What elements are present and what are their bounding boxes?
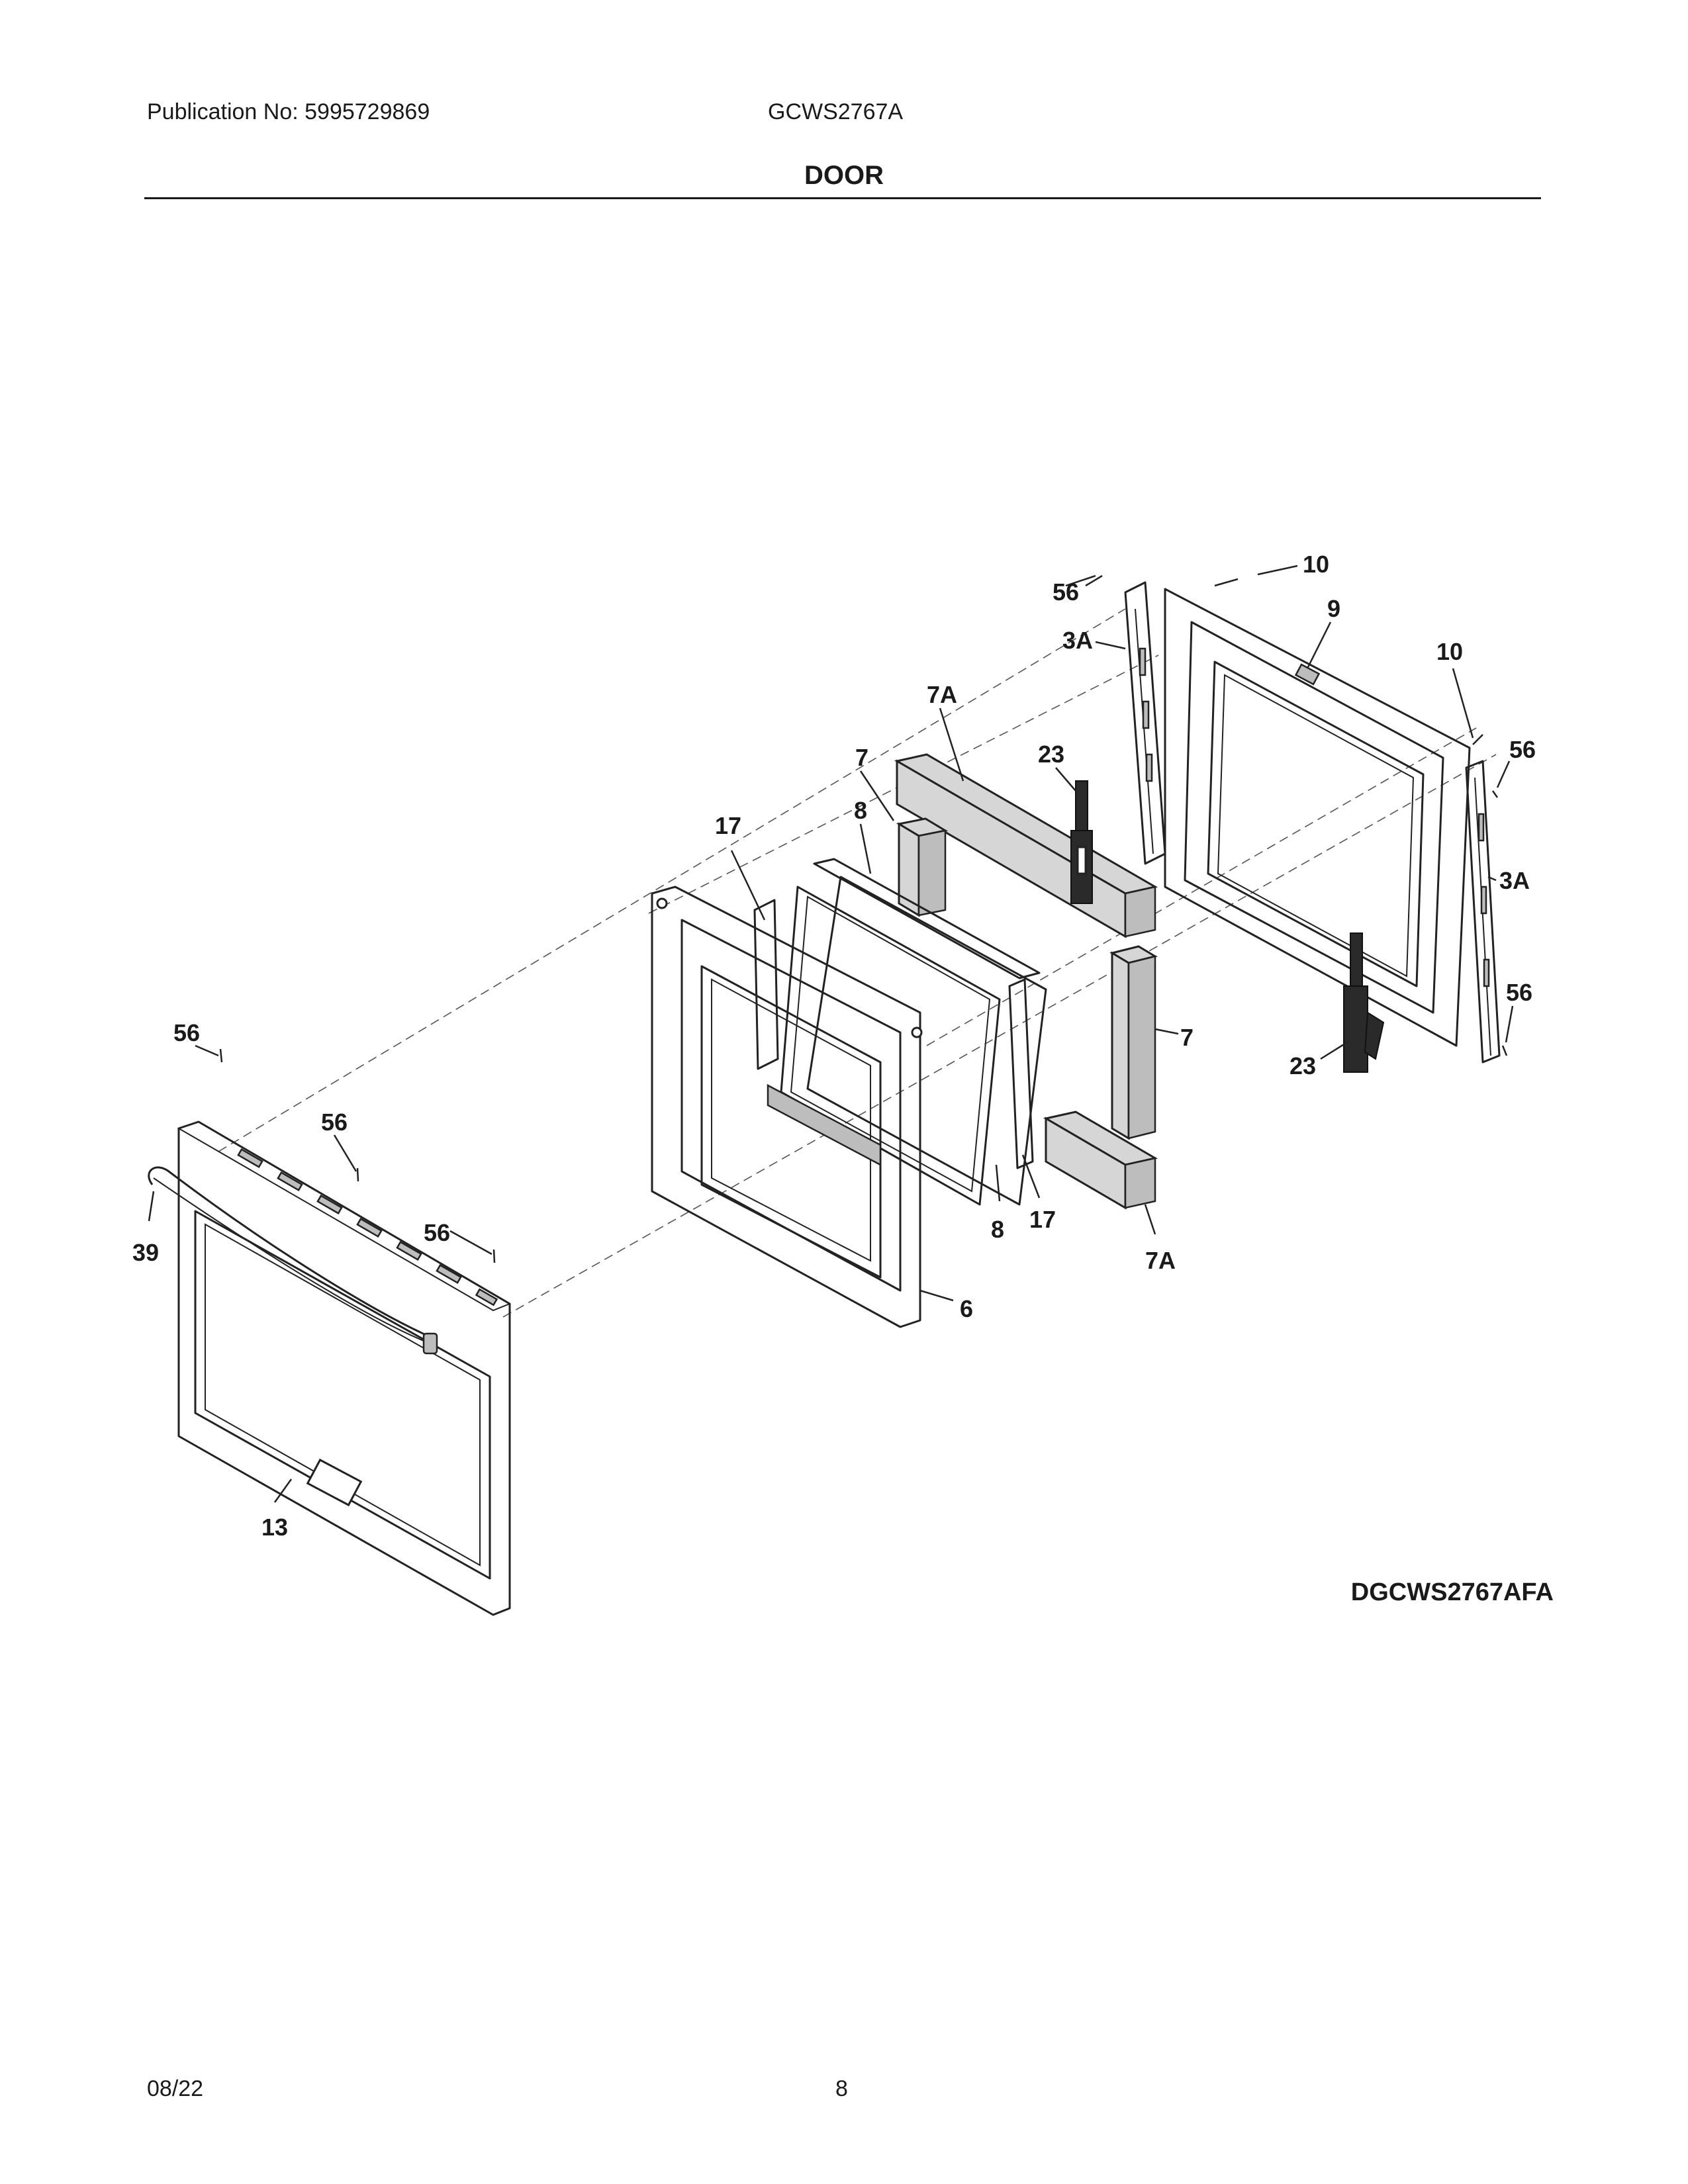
callouts: 56 10 9 3A 7A 10 56 7 23 8 17 3A 56 7 23… — [132, 551, 1536, 1541]
hinge-channel-3a-left — [1124, 581, 1166, 865]
leader-lines — [148, 565, 1514, 1503]
callout-3a-top: 3A — [1062, 627, 1093, 654]
door-handle-39 — [148, 1166, 438, 1355]
callout-56-top: 56 — [1053, 578, 1079, 606]
door-frame-6 — [651, 886, 923, 1328]
insulation-block-7-left — [896, 817, 949, 917]
publication-number: Publication No: 5995729869 — [147, 99, 430, 124]
callout-6: 6 — [960, 1295, 973, 1322]
callout-56-right-bottom: 56 — [1506, 979, 1532, 1006]
callout-13: 13 — [261, 1514, 288, 1541]
bracket-17-top — [753, 899, 779, 1070]
callout-56-left-mid: 56 — [321, 1109, 348, 1136]
callout-8-top: 8 — [854, 797, 867, 824]
hinge-23-bottom — [1343, 933, 1385, 1073]
insulation-strip-7a-bottom — [1043, 1111, 1158, 1210]
callout-7a-bottom: 7A — [1145, 1247, 1176, 1274]
section-title: DOOR — [804, 161, 884, 190]
insulation-block-7-right — [1109, 945, 1158, 1140]
page-number: 8 — [835, 2076, 848, 2101]
callout-7-top: 7 — [855, 744, 868, 771]
callout-56-left-low: 56 — [424, 1219, 450, 1246]
callout-3a-right: 3A — [1499, 867, 1530, 894]
callout-17-top: 17 — [715, 812, 741, 839]
footer-date: 08/22 — [147, 2076, 204, 2101]
outer-door-13 — [177, 1120, 512, 1616]
diagram-code: DGCWS2767AFA — [1350, 1578, 1554, 1606]
model-number: GCWS2767A — [768, 99, 904, 124]
callout-10-top: 10 — [1303, 551, 1329, 578]
callout-9: 9 — [1327, 595, 1340, 622]
bracket-17-bottom — [1008, 978, 1034, 1169]
callout-7a-top: 7A — [927, 681, 957, 708]
glass-panel-8 — [780, 858, 1047, 1206]
header-divider — [144, 197, 1541, 199]
callout-23-top: 23 — [1038, 741, 1064, 768]
hinge-23-top — [1070, 780, 1093, 904]
inner-door-liner-9 — [1164, 588, 1471, 1047]
callout-23-bottom: 23 — [1289, 1052, 1316, 1079]
callout-39: 39 — [132, 1239, 159, 1266]
screws — [219, 574, 1508, 1263]
hinge-channel-3a-right — [1465, 760, 1501, 1064]
callout-56-right-top: 56 — [1509, 736, 1536, 763]
callout-7-right: 7 — [1180, 1024, 1194, 1051]
callout-8-bottom: 8 — [991, 1216, 1004, 1243]
callout-56-left-top: 56 — [173, 1019, 200, 1046]
callout-10-right: 10 — [1436, 638, 1463, 665]
callout-17-bottom: 17 — [1029, 1206, 1056, 1233]
